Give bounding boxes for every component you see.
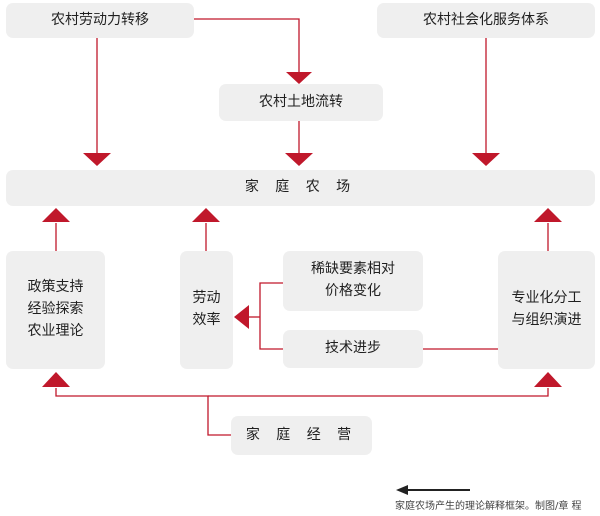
arrowhead-to-efficiency: [234, 305, 249, 329]
arrowhead-specialization-up: [534, 208, 562, 222]
line-price-bracket: [259, 282, 283, 350]
box-rural-land-transfer-label: 农村土地流转: [259, 93, 343, 110]
arrowhead-efficiency-up: [192, 208, 220, 222]
arrowhead-management-to-specialization: [534, 372, 562, 387]
box-family-management: 家 庭 经 营: [231, 416, 372, 455]
line-labor-transfer-to-land: [194, 18, 300, 72]
box-family-management-label: 家 庭 经 营: [245, 426, 358, 443]
arrowhead-service-to-farm: [472, 153, 500, 166]
arrowheads: [42, 72, 562, 387]
box-policy-experience-theory: 政策支持 经验探索 农业理论: [6, 251, 105, 369]
arrowhead-policy-up: [42, 208, 70, 222]
box-family-farm-label: 家 庭 农 场: [244, 179, 357, 196]
arrowhead-land-to-farm: [285, 153, 313, 166]
arrowhead-labor-to-farm: [83, 153, 111, 166]
line-management-branch-right: [208, 388, 549, 397]
box-technological-progress: 技术进步: [283, 330, 423, 368]
box-technological-progress-label: 技术进步: [325, 340, 381, 357]
arrowhead-management-to-policy: [42, 372, 70, 387]
box-relative-factor-price-change-label: 稀缺要素相对 价格变化: [311, 261, 395, 299]
box-relative-factor-price-change: 稀缺要素相对 价格变化: [283, 251, 423, 311]
line-management-branch: [55, 388, 231, 436]
arrowhead-to-land: [286, 72, 312, 84]
caption-mark: [396, 485, 470, 495]
box-specialization-organization-label: 专业化分工 与组织演进: [511, 290, 582, 328]
box-specialization-organization: 专业化分工 与组织演进: [498, 251, 595, 369]
box-labor-efficiency: 劳动 效率: [180, 251, 233, 369]
box-rural-social-service: 农村社会化服务体系: [377, 3, 595, 38]
box-rural-labor-transfer: 农村劳动力转移: [6, 3, 194, 38]
box-family-farm: 家 庭 农 场: [6, 170, 595, 206]
box-labor-efficiency-label: 劳动 效率: [192, 290, 221, 328]
figure-caption: 家庭农场产生的理论解释框架。制图/章 程: [395, 501, 582, 512]
box-rural-labor-transfer-label: 农村劳动力转移: [51, 11, 149, 28]
box-rural-land-transfer: 农村土地流转: [219, 84, 383, 121]
box-rural-social-service-label: 农村社会化服务体系: [423, 11, 549, 28]
box-policy-experience-theory-label: 政策支持 经验探索 农业理论: [27, 279, 84, 339]
connector-lines: [55, 18, 549, 436]
